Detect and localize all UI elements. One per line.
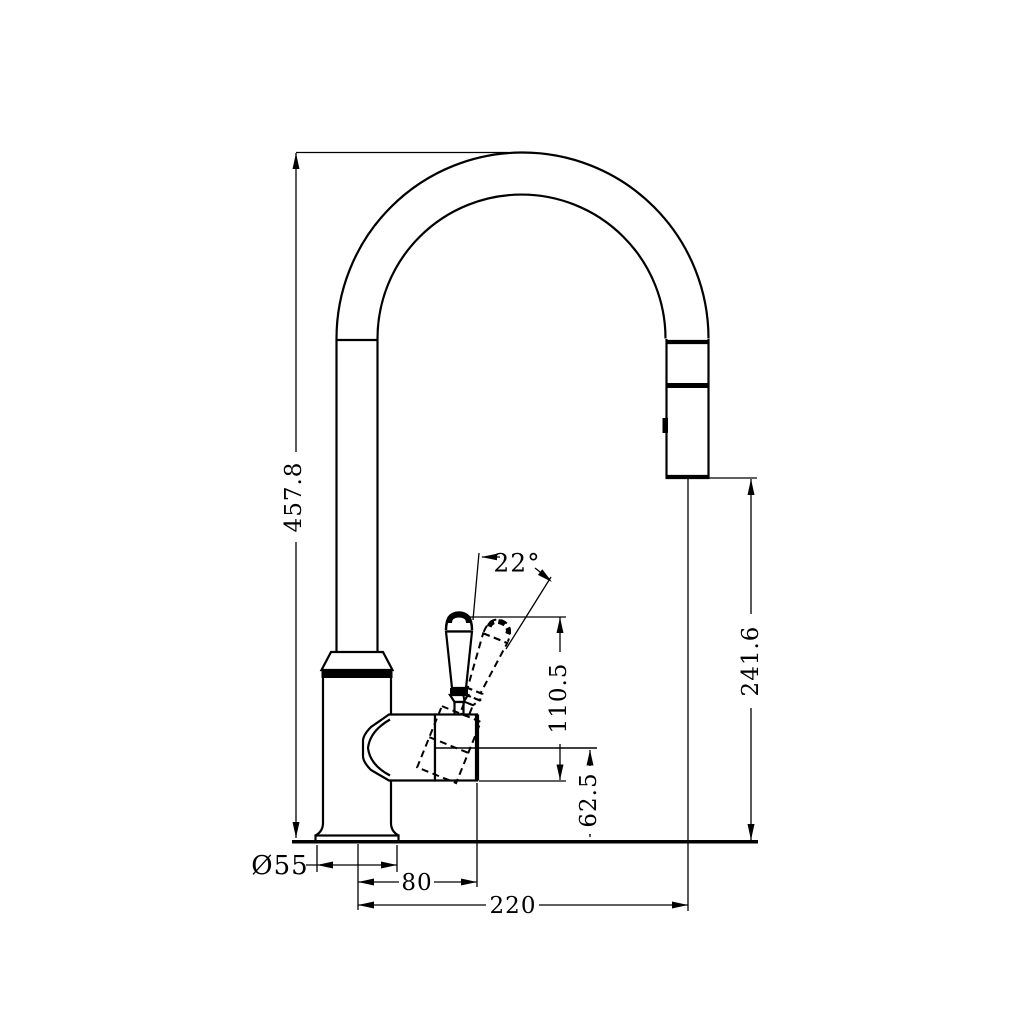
arrow-110-top (556, 617, 564, 633)
faucet-body (292, 151, 758, 844)
dimensions: 457.8 241.6 110.5 62.5 Ø55 80 220 22° (251, 151, 764, 919)
spout-arc-inner (376, 193, 667, 339)
base-flange-right (389, 822, 400, 837)
spout-arc-outer (335, 151, 710, 339)
dim-text-base-diameter: Ø55 (251, 851, 308, 881)
handle-stem (444, 630, 474, 690)
arrow-dia-left (317, 861, 333, 869)
collar-band (321, 670, 393, 678)
angle-axis-line (505, 576, 552, 650)
spout-holder (361, 713, 437, 782)
arrow-62-top (586, 750, 594, 766)
base-flange-left (314, 822, 325, 837)
collar (319, 650, 395, 672)
dim-text-sprayer-height: 241.6 (738, 626, 764, 697)
handle-dashed-taper (461, 692, 482, 707)
arrow-height-bottom (292, 822, 300, 838)
sprayer-button (662, 418, 668, 433)
cartridge-dashed-housing (415, 704, 483, 785)
handle-dashed-rotated (415, 618, 512, 785)
dim-text-handle-height: 110.5 (546, 663, 572, 734)
arrow-80-left (358, 878, 374, 886)
handle-knob-cap (446, 611, 472, 624)
arrow-220-left (358, 901, 374, 909)
arrow-220-right (672, 901, 688, 909)
handle-band (450, 688, 468, 695)
handle-dashed-knob-cap (486, 618, 511, 635)
handle-dashed-band (461, 685, 484, 702)
arrow-80-right (461, 878, 477, 886)
arrow-angle-diagonal (537, 569, 552, 582)
arrow-110-bottom (556, 764, 564, 780)
arrow-241-bottom (747, 824, 755, 840)
spout-holder-inner-edge (366, 718, 391, 777)
dim-text-overall-height: 457.8 (281, 462, 307, 533)
dim-text-valve-offset: 80 (401, 870, 432, 896)
arrow-241-top (747, 479, 755, 495)
arrow-dia-right (381, 861, 397, 869)
dim-text-valve-height: 62.5 (576, 772, 602, 827)
dim-text-reach: 220 (490, 893, 537, 919)
arrow-height-top (292, 153, 300, 169)
arrow-angle-left (481, 553, 497, 561)
dim-text-handle-angle: 22° (493, 549, 540, 578)
angle-ref-line (472, 552, 480, 621)
